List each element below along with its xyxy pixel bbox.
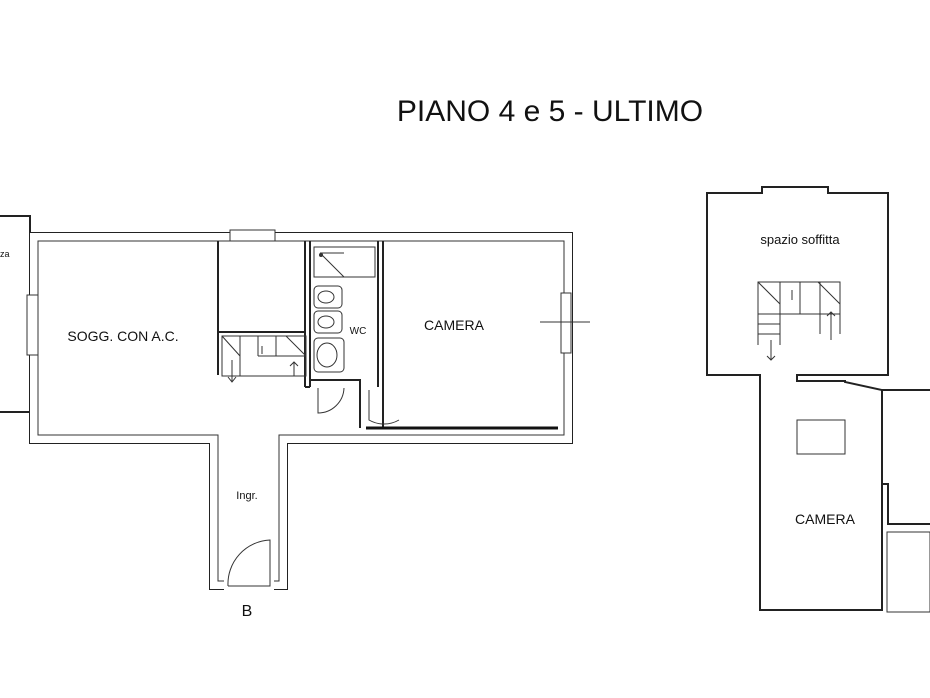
left-partial-room: za [0,215,31,413]
floor4-interior-walls [217,241,558,430]
stairs-floor4 [221,335,307,383]
room-label-soggiorno: SOGG. CON A.C. [67,328,178,344]
room-label-wc: WC [350,326,367,337]
room-label-camera-floor4: CAMERA [424,317,485,333]
door-swings [227,387,400,587]
plan-title: PIANO 4 e 5 - ULTIMO [397,95,703,128]
room-label-spazio-soffitta: spazio soffitta [760,232,840,247]
left-partial-label: za [0,249,10,259]
stairs-floor5 [757,281,841,361]
room-label-camera-floor5: CAMERA [795,511,856,527]
entrance-marker: B [242,603,253,620]
floor4-walls [26,229,590,590]
wc-fixtures [313,246,376,373]
room-label-ingresso: Ingr. [236,490,257,502]
floor5-attic [706,186,930,613]
